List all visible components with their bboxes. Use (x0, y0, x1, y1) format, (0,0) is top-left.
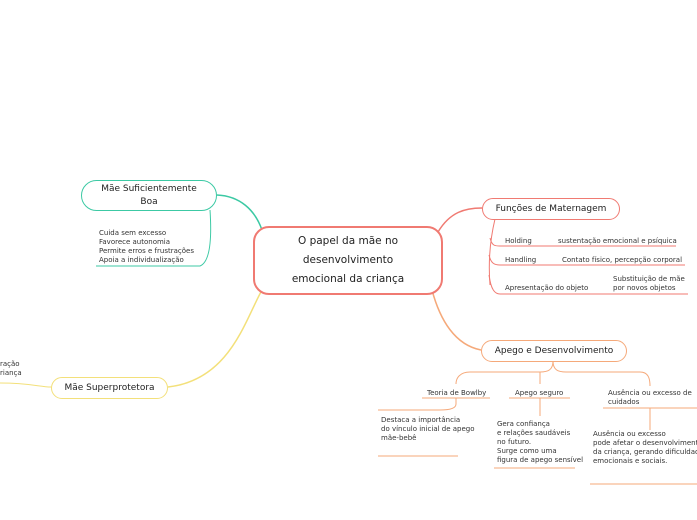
funcoes-title: Funções de Maternagem (495, 204, 607, 214)
central-topic[interactable]: O papel da mãe no desenvolvimento emocio… (253, 226, 443, 295)
list-item: Favorece autonomia (99, 238, 171, 246)
apresentacao-desc-line2: por novos objetos (613, 284, 676, 292)
superprotetora-cut-items[interactable]: ração riança (0, 360, 22, 378)
seguro-desc-line: Surge como uma (497, 447, 557, 455)
link-central-superprotetora (167, 289, 263, 388)
central-line1: O papel da mãe no (297, 235, 399, 247)
link-apego-children (455, 360, 651, 387)
list-item: riança (0, 369, 22, 377)
link-mae-suficiente-items (96, 209, 212, 267)
mae-suficiente-title-line2: Boa (140, 196, 158, 207)
link-central-funcoes (437, 207, 483, 233)
apresentacao-desc-line1: Substituição de mãe (613, 275, 685, 283)
ausencia-desc-line: da criança, gerando dificuldade (593, 448, 697, 456)
ausencia-title-line2: cuidados (608, 398, 640, 406)
seguro-desc-line: no futuro. (497, 438, 532, 446)
ausencia-desc-line: emocionais e sociais. (593, 457, 668, 465)
handling-desc[interactable]: Contato físico, percepção corporal (562, 256, 683, 264)
node-mae-superprotetora[interactable]: Mãe Superprotetora (51, 377, 168, 399)
seguro-desc-line: e relações saudáveis (497, 429, 571, 437)
bowlby-desc-line: do vínculo inicial de apego (381, 425, 475, 433)
ausencia-title-line1: Ausência ou excesso de (608, 389, 692, 397)
mae-suficiente-title-line1: Mãe Suficientemente (101, 183, 197, 194)
mae-suficiente-items[interactable]: Cuida sem excesso Favorece autonomia Per… (99, 229, 194, 265)
list-item: Apoia a individualização (99, 256, 184, 264)
ausencia-desc-line: pode afetar o desenvolvimento (593, 439, 697, 447)
link-handling (488, 254, 685, 266)
seguro-desc-line: figura de apego sensível (497, 456, 584, 464)
apego-title: Apego e Desenvolvimento (494, 346, 614, 356)
bowlby-desc-line: Destaca a importância (381, 416, 461, 424)
ausencia-title[interactable]: Ausência ou excesso de cuidados (608, 389, 692, 407)
seguro-desc[interactable]: Gera confiança e relações saudáveis no f… (497, 420, 583, 465)
central-line3: emocional da criança (291, 273, 405, 285)
node-mae-suficientemente-boa[interactable]: Mãe Suficientemente Boa (81, 180, 217, 211)
link-superprotetora-cut (0, 382, 52, 388)
list-item: ração (0, 360, 20, 368)
list-item: Permite erros e frustrações (99, 247, 194, 255)
link-apresentacao (488, 274, 688, 295)
link-funcoes-stem (488, 218, 496, 286)
node-funcoes-de-maternagem[interactable]: Funções de Maternagem (482, 198, 620, 220)
seguro-desc-line: Gera confiança (497, 420, 550, 428)
superprotetora-title: Mãe Superprotetora (64, 383, 155, 393)
ausencia-desc-line: Ausência ou excesso (593, 430, 666, 438)
holding-term[interactable]: Holding (505, 237, 532, 245)
seguro-title[interactable]: Apego seguro (515, 389, 564, 397)
link-bowlby-desc (378, 398, 457, 411)
apresentacao-desc[interactable]: Substituição de mãe por novos objetos (613, 275, 685, 293)
bowlby-desc-line: mãe-bebê (381, 434, 417, 442)
link-holding (489, 237, 676, 247)
link-central-mae-suficiente (216, 194, 263, 231)
ausencia-desc[interactable]: Ausência ou excesso pode afetar o desenv… (593, 430, 697, 466)
bowlby-title[interactable]: Teoria de Bowlby (427, 389, 487, 397)
handling-term[interactable]: Handling (505, 256, 537, 264)
bowlby-desc[interactable]: Destaca a importância do vínculo inicial… (381, 416, 475, 443)
node-apego-e-desenvolvimento[interactable]: Apego e Desenvolvimento (481, 340, 627, 362)
apresentacao-term[interactable]: Apresentação do objeto (505, 284, 589, 292)
link-central-apego (431, 289, 482, 351)
central-line2: desenvolvimento (302, 254, 394, 266)
list-item: Cuida sem excesso (99, 229, 167, 237)
holding-desc[interactable]: sustentação emocional e psíquica (558, 237, 677, 245)
